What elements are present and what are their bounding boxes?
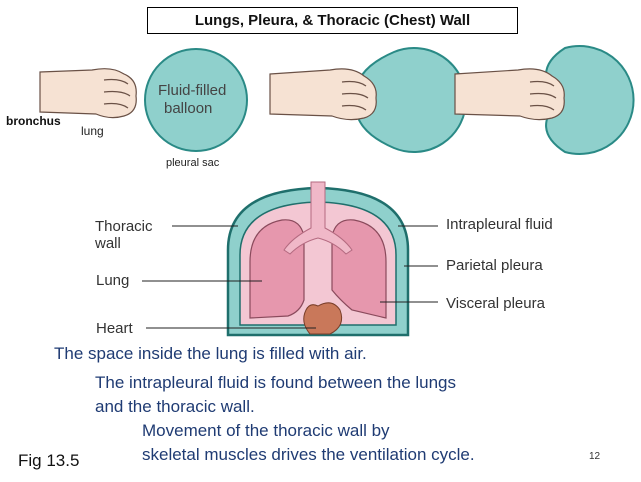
balloon-label-line1: Fluid-filled	[158, 82, 227, 99]
pleural-sac-label: pleural sac	[166, 157, 220, 169]
thoracic-wall-label-line1: Thoracic	[95, 218, 153, 235]
fist-icon	[269, 68, 377, 121]
caption-line-4: Movement of the thoracic wall by	[142, 421, 390, 440]
bronchus-label: bronchus	[6, 114, 61, 128]
balloon-label-line2: balloon	[164, 100, 213, 117]
fist-icon	[39, 68, 137, 119]
figure-label: Fig 13.5	[18, 451, 80, 470]
caption-line-3: and the thoracic wall.	[95, 397, 255, 416]
thoracic-wall-label: Thoracic wall	[95, 218, 153, 252]
parietal-pleura-label: Parietal pleura	[446, 257, 543, 274]
fist-icon	[454, 68, 565, 121]
caption-line-2: The intrapleural fluid is found between …	[95, 373, 457, 392]
balloon-icon	[144, 48, 248, 152]
caption-line-1: The space inside the lung is filled with…	[54, 344, 367, 363]
visceral-pleura-label: Visceral pleura	[446, 295, 545, 312]
lung-label: Lung	[96, 272, 130, 289]
lung-label-top: lung	[81, 124, 104, 138]
caption-line-5: skeletal muscles drives the ventilation …	[142, 445, 475, 464]
heart	[303, 302, 343, 335]
trachea	[283, 181, 353, 255]
page-number: 12	[589, 451, 601, 462]
left-lung	[249, 219, 305, 319]
heart-label: Heart	[96, 320, 133, 337]
page-title: Lungs, Pleura, & Thoracic (Chest) Wall	[147, 7, 518, 34]
thoracic-wall-label-line2: wall	[95, 235, 121, 252]
balloon-label: Fluid-filled balloon	[158, 82, 226, 118]
intrapleural-fluid-label: Intrapleural fluid	[446, 216, 553, 233]
